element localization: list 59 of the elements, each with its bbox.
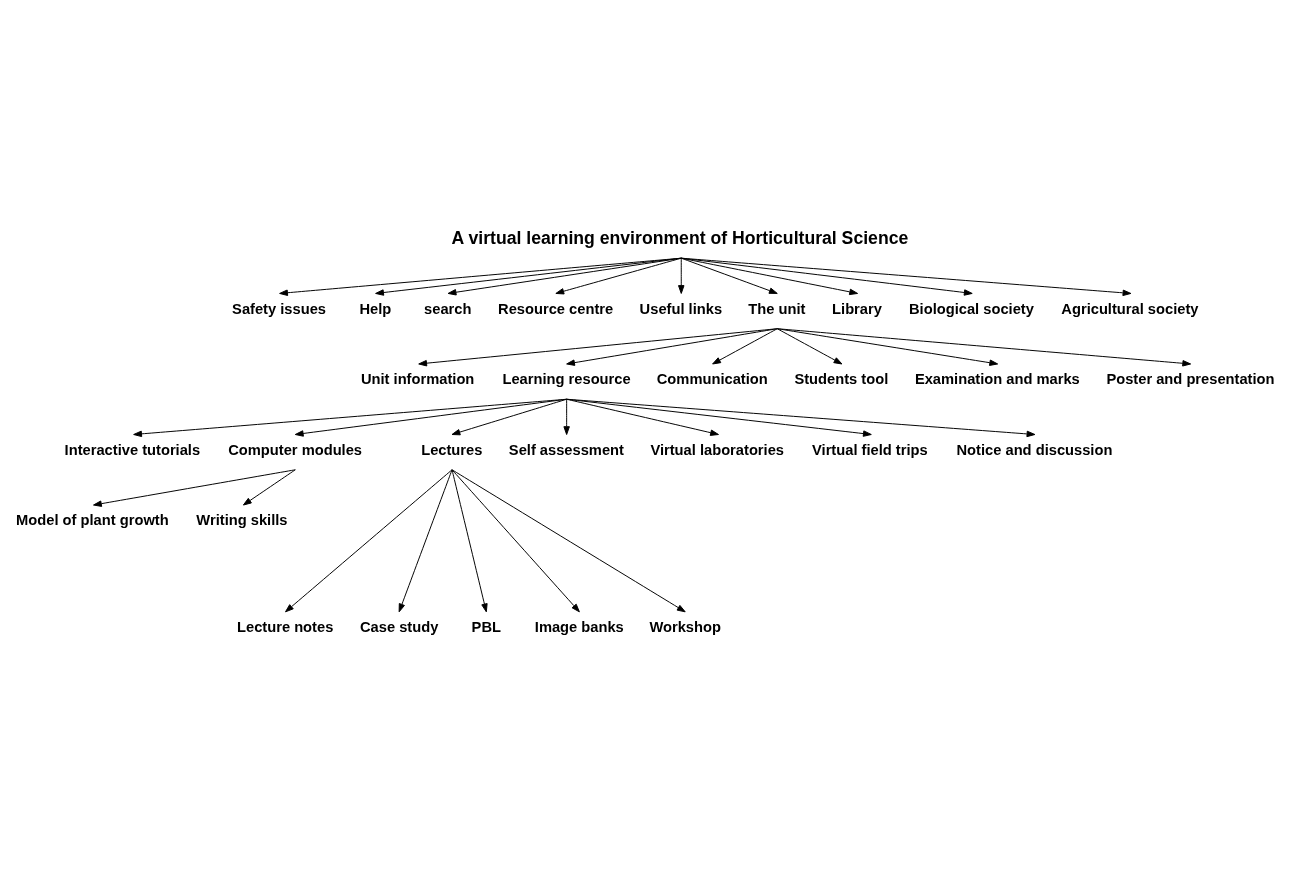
arrow	[678, 257, 685, 294]
arrow	[680, 257, 1132, 297]
node-text: PBL	[471, 618, 501, 635]
node-text: Examination and marks	[914, 371, 1080, 388]
arrow	[776, 328, 843, 365]
arrow	[566, 328, 778, 366]
arrow	[563, 398, 570, 435]
arrow	[133, 398, 568, 438]
arrow	[418, 328, 778, 367]
arrow	[285, 469, 453, 613]
arrow	[242, 469, 296, 506]
node-text: Learning resource	[502, 371, 631, 388]
arrow	[712, 328, 778, 365]
node-text: Resource centre	[498, 300, 614, 317]
arrow	[451, 469, 488, 613]
node-text: Workshop	[649, 618, 721, 635]
node-text: Computer modules	[228, 441, 363, 458]
node-text: Case study	[359, 618, 439, 635]
arrow	[776, 328, 1192, 367]
arrow	[555, 257, 682, 295]
node-text: Students tool	[794, 371, 889, 388]
node-text: Help	[359, 300, 392, 317]
node-text: Communication	[656, 371, 768, 388]
node-text: Notice and discussion	[956, 441, 1113, 458]
arrow	[566, 398, 719, 436]
arrow	[375, 257, 682, 296]
node-text: Self assessment	[508, 441, 624, 458]
node-text: Virtual field trips	[812, 441, 928, 458]
arrow	[398, 469, 453, 613]
node-text: Writing skills	[196, 512, 288, 529]
node-text: Interactive tutorials	[64, 441, 201, 458]
arrow	[680, 257, 778, 294]
node-text: The unit	[748, 300, 806, 317]
arrow	[93, 469, 296, 507]
node-text: search	[424, 300, 472, 317]
arrow	[451, 398, 568, 436]
node-text: Lecture notes	[237, 618, 334, 635]
node-text: Poster and presentation	[1106, 371, 1275, 388]
node-text: Agricultural society	[1061, 300, 1199, 317]
node-text: Safety issues	[232, 300, 327, 317]
node-text: Library	[832, 300, 882, 317]
arrow	[566, 398, 872, 437]
node-text: Virtual laboratories	[650, 441, 784, 458]
node-text: Lectures	[421, 441, 483, 458]
arrow	[451, 469, 686, 613]
arrow	[680, 257, 973, 296]
node-text: Useful links	[639, 300, 723, 317]
node-text: A virtual learning environment of Horticultural Science	[451, 227, 909, 248]
arrow	[451, 469, 580, 613]
node-text: Biological society	[909, 300, 1034, 317]
arrow	[279, 257, 682, 296]
arrow	[776, 328, 999, 366]
node-text: Unit information	[360, 371, 475, 388]
arrow	[566, 398, 1036, 438]
arrow	[294, 398, 568, 437]
arrow	[680, 257, 859, 296]
node-text: Image banks	[534, 618, 624, 635]
arrow	[447, 257, 682, 296]
node-text: Model of plant growth	[16, 512, 169, 529]
